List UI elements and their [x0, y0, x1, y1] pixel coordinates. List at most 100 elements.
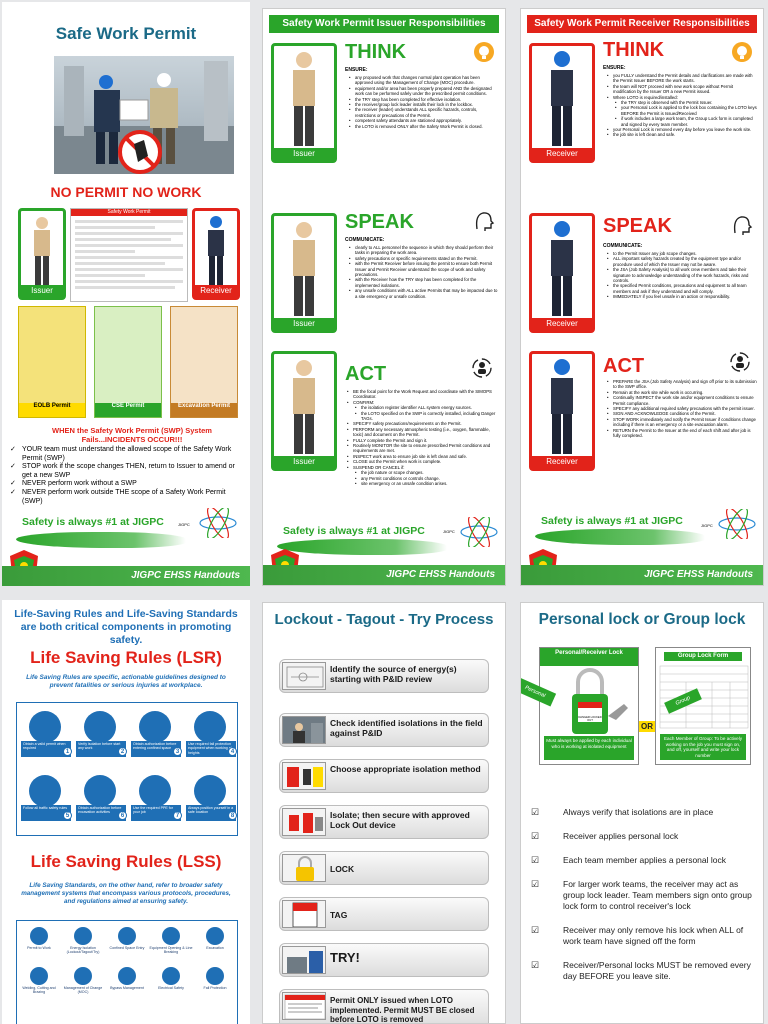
- list-item: SIGN AND ACKNOWLEDGE conditions of the P…: [607, 411, 757, 417]
- standard-pictogram-icon: [118, 927, 136, 945]
- tile-number: 6: [118, 811, 127, 820]
- safety-slogan: Safety is always #1 at JIGPC: [541, 515, 683, 527]
- group-lock-note: Each Member of Group: To be actively wor…: [660, 734, 746, 760]
- rule-pictogram-icon: [194, 711, 226, 743]
- lss-label: Management of Change (MOC): [63, 986, 103, 995]
- receiver-figure-speak: Receiver: [529, 213, 595, 333]
- standard-pictogram-icon: [162, 927, 180, 945]
- lss-item: Electrical Safety: [148, 967, 194, 990]
- list-item: any Permit conditions or controls change…: [347, 476, 499, 482]
- jigpc-mark: JIGPC: [443, 529, 455, 534]
- permit-form-icon: [282, 992, 326, 1020]
- receiver-figure-act: Receiver: [529, 351, 595, 471]
- list-item: ☑Receiver may only remove his lock when …: [531, 925, 757, 947]
- step-text: Choose appropriate isolation method: [330, 764, 481, 774]
- list-item: Routinely MONITOR the site to ensure pre…: [347, 443, 499, 454]
- think-list: you FULLY understand the Permit details …: [607, 73, 757, 138]
- checkbox-icon: ☑: [531, 831, 540, 841]
- list-item: PREPARE the JSA (Job Safety Analysis) an…: [607, 379, 757, 390]
- issuer-figure-think: Issuer: [271, 43, 337, 163]
- standard-pictogram-icon: [162, 967, 180, 985]
- list-item: the JSA (Job Safety Analysis) to all wor…: [607, 267, 757, 283]
- list-item: FULLY complete the Permit and sign it.: [347, 438, 499, 444]
- green-swoosh: [535, 529, 705, 545]
- receiver-label: Receiver: [195, 285, 237, 297]
- list-item: the team will NOT proceed with new work …: [607, 84, 757, 95]
- tile-number: 7: [173, 811, 182, 820]
- step-text: Check identified isolations in the field…: [330, 718, 483, 738]
- list-item: clearly to ALL personnel the sequence in…: [349, 245, 499, 256]
- list-item: the specified Permit conditions, precaut…: [607, 283, 757, 294]
- act-heading: ACT: [345, 363, 387, 385]
- swp-rules-list: YOUR team must understand the allowed sc…: [10, 446, 246, 506]
- tile-number: 1: [63, 747, 72, 756]
- list-item: ☑Receiver/Personal locks MUST be removed…: [531, 960, 757, 982]
- list-item: the TRY step has been completed for effe…: [349, 97, 499, 103]
- speak-list: to the Permit Issuer any job scope chang…: [607, 251, 757, 300]
- list-item: the LOTO specified on the SWP is correct…: [347, 411, 499, 422]
- speaking-head-icon: [475, 212, 495, 231]
- list-item: IMMEDIATELY if you feel unsafe in an act…: [607, 294, 757, 300]
- lss-item: Welding, Cutting and Brazing: [16, 967, 62, 995]
- issuer-banner: Safety Work Permit Issuer Responsibiliti…: [269, 15, 499, 33]
- list-item: ☑Each team member applies a personal loc…: [531, 855, 757, 866]
- field-check-icon: [282, 716, 326, 744]
- panel-heading: Life-Saving Rules and Life-Saving Standa…: [14, 608, 238, 646]
- issuer-label: Issuer: [274, 148, 334, 160]
- act-list: BE the focal point for the Work Request …: [347, 389, 499, 487]
- lss-item: Equipment Opening & Line Breaking: [148, 927, 194, 955]
- lss-label: Confined Space Entry: [109, 946, 145, 950]
- tile-label: Obtain authorization before excavation a…: [76, 805, 126, 821]
- lss-label: Energy Isolation (Lockout/Tagout/Try): [66, 946, 100, 955]
- tile-label: Use required fall protection equipment w…: [186, 741, 236, 757]
- lightbulb-icon: [732, 42, 752, 62]
- lss-item: Confined Space Entry: [104, 927, 150, 950]
- permit-handover-illustration: [54, 56, 234, 174]
- lsr-tile: Obtain authorization before excavation a…: [76, 775, 127, 823]
- list-item: NEVER perform work without a SWP: [10, 480, 246, 489]
- speak-heading: SPEAK: [345, 211, 414, 233]
- list-item: BE the focal point for the Work Request …: [347, 389, 499, 400]
- item-text: Receiver may only remove his lock when A…: [563, 925, 744, 946]
- list-item: the LOTO is removed ONLY after the Safet…: [349, 124, 499, 130]
- list-item: site emergency or an unsafe condition ar…: [347, 481, 499, 487]
- list-item: NEVER perform work outside THE scope of …: [10, 489, 246, 506]
- list-item: Where LOTO is required/installed:: [607, 95, 757, 101]
- speak-list: clearly to ALL personnel the sequence in…: [349, 245, 499, 299]
- standard-pictogram-icon: [30, 967, 48, 985]
- item-text: For larger work teams, the receiver may …: [563, 879, 752, 911]
- tile-label: Always position yourself in a safe locat…: [186, 805, 236, 821]
- issuer-responsibilities-panel: Safety Work Permit Issuer Responsibiliti…: [262, 8, 506, 586]
- standard-pictogram-icon: [206, 927, 224, 945]
- no-permit-heading: NO PERMIT NO WORK: [50, 184, 202, 200]
- list-item: if work includes a large work team, the …: [607, 116, 757, 127]
- lss-item: Management of Change (MOC): [60, 967, 106, 995]
- receiver-label: Receiver: [532, 456, 592, 468]
- list-item: INSPECT work area to ensure job site is …: [347, 454, 499, 460]
- tile-number: 3: [173, 747, 182, 756]
- panel-footer: JIGPC EHSS Handouts: [521, 565, 763, 585]
- item-text: Each team member applies a personal lock: [563, 855, 726, 865]
- tile-label: Verify isolation before start any work: [76, 741, 126, 757]
- item-text: Receiver/Personal locks MUST be removed …: [563, 960, 751, 981]
- lss-description: Life Saving Standards, on the other hand…: [21, 882, 231, 905]
- pid-diagram-icon: [282, 662, 326, 690]
- item-text: Receiver applies personal lock: [563, 831, 679, 841]
- or-label: OR: [639, 721, 655, 732]
- checkbox-icon: ☑: [531, 879, 540, 889]
- issuer-label: Issuer: [274, 456, 334, 468]
- list-item: CONFIRM:: [347, 400, 499, 406]
- lss-label: Excavation: [206, 946, 224, 950]
- list-item: STOP work if the scope changes THEN, ret…: [10, 463, 246, 480]
- lss-title: Life Saving Rules (LSS): [30, 852, 222, 871]
- list-item: your Personal Lock is removed every day …: [607, 127, 757, 133]
- think-heading: THINK: [345, 41, 407, 63]
- list-item: the isolation register identifier ALL sy…: [347, 405, 499, 411]
- rule-pictogram-icon: [84, 711, 116, 743]
- list-item: equipment and/or area has been properly …: [349, 86, 499, 97]
- lss-item: Bypass Management: [104, 967, 150, 990]
- tile-label: Follow all traffic safety rules: [21, 805, 71, 821]
